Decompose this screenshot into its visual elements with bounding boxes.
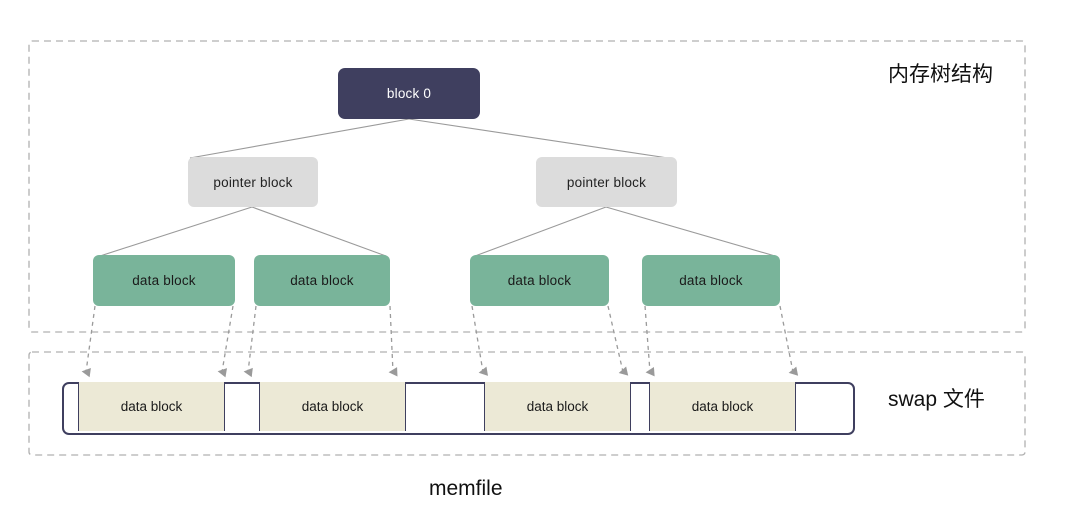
swap-segment-2-label: data block	[301, 399, 364, 414]
tree-node-pointer-block-1[interactable]: pointer block	[188, 157, 318, 207]
tree-edges-root	[189, 118, 669, 159]
swap-arrow-6	[607, 305, 629, 376]
swap-arrow-7	[644, 305, 655, 377]
tree-node-pointer-block-2-label: pointer block	[566, 174, 647, 190]
swap-arrow-4	[388, 305, 398, 377]
tree-node-pointer-block-2[interactable]: pointer block	[536, 157, 677, 207]
swap-arrow-1	[81, 305, 96, 378]
swap-arrow-3	[243, 305, 257, 378]
tree-node-data-block-4-label: data block	[679, 273, 743, 288]
tree-node-data-block-3[interactable]: data block	[470, 255, 609, 306]
swap-mapping-arrows	[81, 305, 799, 378]
tree-edges-pointer-right	[474, 206, 776, 257]
tree-node-root-label: block 0	[386, 86, 432, 101]
swap-arrow-5	[471, 305, 489, 376]
swap-segment-4[interactable]: data block	[649, 382, 796, 431]
swap-segment-4-label: data block	[691, 399, 754, 414]
diagram-caption: memfile	[429, 477, 503, 500]
swap-segment-3[interactable]: data block	[484, 382, 631, 431]
memory-tree-region-label: 内存树结构	[888, 63, 993, 86]
swap-arrow-2	[217, 305, 234, 378]
swap-file-region-label: swap 文件	[888, 388, 985, 411]
swap-segment-3-label: data block	[526, 399, 589, 414]
swap-segment-1-label: data block	[120, 399, 183, 414]
swap-arrow-8	[779, 305, 799, 376]
swap-segment-1[interactable]: data block	[78, 382, 225, 431]
tree-node-data-block-1-label: data block	[132, 273, 196, 288]
tree-node-root[interactable]: block 0	[338, 68, 480, 119]
swap-segment-2[interactable]: data block	[259, 382, 406, 431]
tree-node-data-block-2[interactable]: data block	[254, 255, 390, 306]
swap-file-bar: data block data block data block data bl…	[62, 382, 855, 435]
tree-node-data-block-3-label: data block	[507, 273, 572, 288]
tree-edges-pointer-left	[99, 206, 387, 257]
tree-node-data-block-1[interactable]: data block	[93, 255, 235, 306]
tree-node-data-block-2-label: data block	[290, 273, 354, 288]
tree-node-pointer-block-1-label: pointer block	[213, 174, 293, 190]
tree-node-data-block-4[interactable]: data block	[642, 255, 780, 306]
